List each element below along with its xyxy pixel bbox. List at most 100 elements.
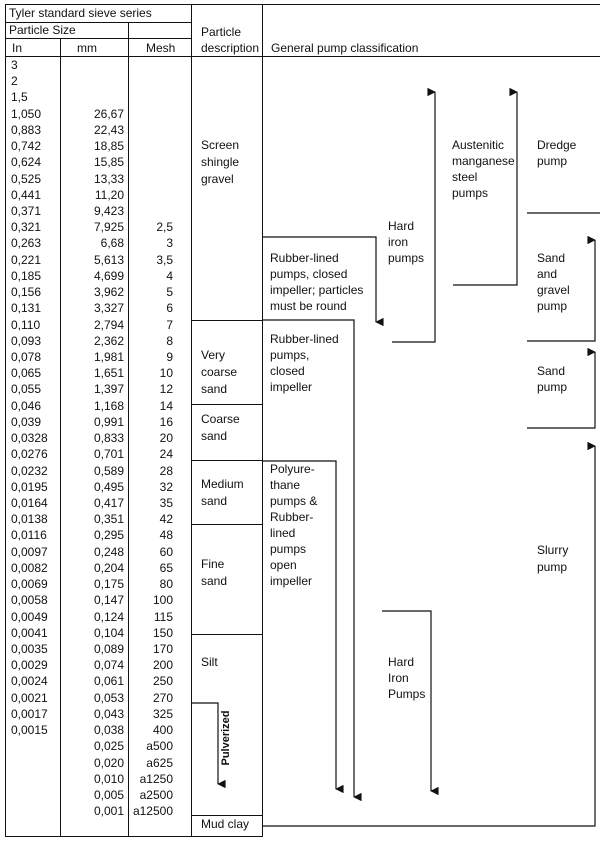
row-26-mm: 0,495 bbox=[93, 479, 124, 494]
row-29-mesh: 48 bbox=[159, 528, 173, 543]
header-particle-line2: description bbox=[201, 41, 260, 55]
row-1-in: 2 bbox=[11, 74, 18, 89]
arrow-polyurethane bbox=[262, 460, 344, 794]
row-7-mm: 13,33 bbox=[93, 171, 124, 186]
row-38-mm: 0,061 bbox=[93, 674, 124, 689]
arrow-hard-iron-upper bbox=[392, 87, 436, 343]
row-27-mesh: 35 bbox=[159, 495, 173, 510]
header-divider-2 bbox=[5, 38, 192, 39]
row-24-mesh: 24 bbox=[159, 447, 173, 462]
row-34-mesh: 115 bbox=[153, 609, 173, 624]
row-32-in: 0,0069 bbox=[11, 577, 48, 591]
col-divider-particle-pump bbox=[262, 4, 263, 837]
row-40-mesh: 325 bbox=[152, 706, 173, 721]
row-25-in: 0,0232 bbox=[11, 463, 48, 478]
row-23-mesh: 20 bbox=[159, 431, 173, 446]
header-in: In bbox=[12, 41, 23, 55]
arrow-hard-iron-lower bbox=[382, 610, 439, 796]
header-particle-size: Particle Size bbox=[9, 23, 76, 37]
row-11-in: 0,263 bbox=[11, 236, 42, 251]
arrow-pulverized bbox=[191, 702, 226, 789]
row-34-mm: 0,124 bbox=[93, 609, 124, 624]
row-33-in: 0,0058 bbox=[11, 593, 48, 608]
row-27-mm: 0,417 bbox=[93, 495, 124, 510]
row-25-mesh: 28 bbox=[159, 463, 173, 478]
row-17-mm: 2,362 bbox=[93, 333, 124, 348]
row-28-mm: 0,351 bbox=[93, 512, 124, 527]
row-8-in: 0,441 bbox=[11, 187, 42, 202]
row-26-mesh: 32 bbox=[159, 479, 173, 494]
header-tyler-series: Tyler standard sieve series bbox=[9, 6, 152, 20]
row-11-mesh: 3 bbox=[166, 236, 173, 251]
row-44-mm: 0,010 bbox=[93, 771, 124, 786]
particle-mud-clay: Mud clay bbox=[201, 817, 250, 831]
header-bottom-rule bbox=[5, 56, 600, 57]
row-30-in: 0,0097 bbox=[11, 544, 48, 559]
row-32-mesh: 80 bbox=[159, 577, 173, 591]
row-41-mesh: 400 bbox=[152, 723, 173, 737]
particle-sep-3 bbox=[191, 460, 262, 461]
row-20-in: 0,055 bbox=[11, 382, 42, 397]
row-13-in: 0,185 bbox=[11, 268, 42, 283]
row-38-in: 0,0024 bbox=[11, 674, 48, 689]
row-39-mm: 0,053 bbox=[93, 690, 124, 705]
row-2-in: 1,5 bbox=[11, 90, 28, 105]
row-18-mm: 1,981 bbox=[93, 350, 124, 364]
row-10-in: 0,321 bbox=[11, 220, 42, 235]
row-43-mesh: a625 bbox=[146, 755, 173, 770]
row-31-in: 0,0082 bbox=[11, 560, 48, 575]
row-15-mm: 3,327 bbox=[93, 301, 124, 316]
left-border bbox=[5, 4, 6, 837]
row-43-mm: 0,020 bbox=[93, 755, 124, 770]
row-9-in: 0,371 bbox=[11, 204, 42, 218]
header-mm: mm bbox=[77, 41, 97, 55]
row-5-mm: 18,85 bbox=[93, 139, 124, 154]
row-42-mm: 0,025 bbox=[93, 739, 124, 754]
row-13-mesh: 4 bbox=[166, 268, 173, 283]
row-42-mesh: a500 bbox=[146, 739, 173, 754]
row-39-in: 0,0021 bbox=[11, 690, 48, 705]
col-divider-mesh-particle bbox=[191, 4, 192, 837]
row-19-mm: 1,651 bbox=[93, 366, 124, 381]
row-28-mesh: 42 bbox=[159, 512, 173, 527]
row-31-mm: 0,204 bbox=[93, 560, 124, 575]
row-8-mm: 11,20 bbox=[94, 187, 124, 202]
row-21-mesh: 14 bbox=[159, 398, 173, 413]
arrow-austenitic bbox=[453, 87, 518, 286]
row-9-mm: 9,423 bbox=[93, 204, 124, 218]
row-24-in: 0,0276 bbox=[11, 447, 48, 462]
row-37-mm: 0,074 bbox=[93, 658, 124, 673]
row-13-mm: 4,699 bbox=[93, 268, 124, 283]
row-17-mesh: 8 bbox=[166, 333, 173, 348]
right-section-top-border bbox=[262, 4, 600, 5]
row-18-in: 0,078 bbox=[11, 350, 42, 364]
row-32-mm: 0,175 bbox=[93, 577, 124, 591]
row-10-mm: 7,925 bbox=[93, 220, 124, 235]
row-33-mm: 0,147 bbox=[93, 593, 124, 608]
row-46-mm: 0,001 bbox=[93, 804, 124, 819]
particle-sep-1 bbox=[191, 320, 262, 321]
row-23-in: 0,0328 bbox=[11, 431, 48, 446]
row-31-mesh: 65 bbox=[159, 560, 173, 575]
col-divider-mm-mesh bbox=[128, 22, 129, 837]
row-0-in: 3 bbox=[11, 58, 18, 72]
row-17-in: 0,093 bbox=[11, 333, 42, 348]
row-10-mesh: 2,5 bbox=[156, 220, 173, 235]
row-12-mesh: 3,5 bbox=[156, 252, 173, 267]
row-19-mesh: 10 bbox=[159, 366, 173, 381]
row-11-mm: 6,68 bbox=[100, 236, 124, 251]
row-5-in: 0,742 bbox=[11, 139, 42, 154]
row-30-mm: 0,248 bbox=[93, 544, 124, 559]
row-36-mesh: 170 bbox=[152, 641, 173, 656]
row-40-in: 0,0017 bbox=[11, 706, 48, 721]
